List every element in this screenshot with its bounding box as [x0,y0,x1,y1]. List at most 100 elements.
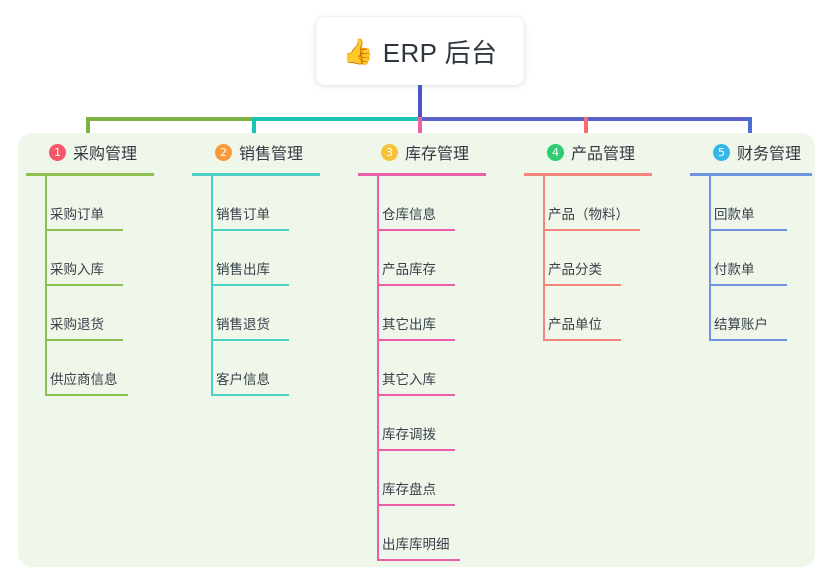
branch-item-rule [377,394,455,396]
branch-item[interactable]: 销售出库 [184,231,350,286]
branch-item-rule [45,229,123,231]
branch-trunk-4 [543,176,545,341]
branch-title-5: 财务管理 [737,146,802,163]
branch-item[interactable]: 结算账户 [682,286,839,341]
thumbs-up-icon: 👍 [342,37,374,66]
branch-item[interactable]: 产品分类 [516,231,682,286]
branch-item-rule [543,229,640,231]
branch-item-label: 结算账户 [714,317,768,332]
branch-item-label: 采购订单 [50,207,104,222]
branch-item-rule [377,284,455,286]
branch-title-2: 销售管理 [239,146,304,163]
branch-item-label: 销售退货 [216,317,270,332]
branch-item-label: 库存调拨 [382,427,436,442]
branch-item-rule [377,559,460,561]
branch-trunk-3 [377,176,379,561]
branch-trunk-1 [45,176,47,396]
connector-drop-5 [748,117,752,145]
mindmap-panel [18,133,815,567]
branch-header-rule-4 [524,173,652,176]
branch-item-rule [45,339,123,341]
branch-header-rule-1 [26,173,154,176]
branch-item[interactable]: 采购入库 [18,231,184,286]
branch-item-label: 产品分类 [548,262,602,277]
branch-item-label: 库存盘点 [382,482,436,497]
branch-item-list-4: 产品（物料） 产品分类产品单位 [516,176,682,341]
branch-item-label: 采购退货 [50,317,104,332]
branch-header-rule-5 [690,173,812,176]
branch-item-label: 产品单位 [548,317,602,332]
branch-header-3[interactable]: 3 库存管理 [370,133,516,171]
branch-item-rule [211,229,289,231]
branch-item-label: 采购入库 [50,262,104,277]
branch-item[interactable]: 供应商信息 [18,341,184,396]
connector-bar-teal [252,117,420,121]
branch-item[interactable]: 库存盘点 [350,451,516,506]
branch-item[interactable]: 采购退货 [18,286,184,341]
branch-item-rule [211,339,289,341]
branch-item-label: 回款单 [714,207,755,222]
branch-item-rule [543,284,621,286]
branch-item-rule [377,449,455,451]
branch-trunk-2 [211,176,213,396]
branch-item-rule [709,229,787,231]
branch-item-label: 其它入库 [382,372,436,387]
branch-item-rule [45,394,128,396]
connector-stem [418,85,422,121]
branch-title-3: 库存管理 [405,146,470,163]
branch-item[interactable]: 采购订单 [18,176,184,231]
branch-column-3: 3 库存管理仓库信息产品库存其它出库其它入库库存调拨库存盘点出库库明细 [350,133,516,567]
branch-badge-2: 2 [215,143,232,161]
branch-column-5: 5 财务管理回款单付款单结算账户 [682,133,839,567]
branch-item[interactable]: 出库库明细 [350,506,516,561]
connector-drop-3 [418,117,422,145]
branch-item-label: 其它出库 [382,317,436,332]
branch-badge-5: 5 [713,143,730,161]
branch-trunk-5 [709,176,711,341]
branch-header-rule-3 [358,173,486,176]
branch-item-label: 销售订单 [216,207,270,222]
branch-item-label: 付款单 [714,262,755,277]
branch-item-list-5: 回款单付款单结算账户 [682,176,839,341]
branch-item[interactable]: 客户信息 [184,341,350,396]
root-node-title: ERP 后台 [382,37,498,68]
branch-item[interactable]: 仓库信息 [350,176,516,231]
branch-badge-4: 4 [547,143,564,161]
branch-header-4[interactable]: 4 产品管理 [536,133,682,171]
branch-item-list-2: 销售订单销售出库销售退货客户信息 [184,176,350,396]
branch-item[interactable]: 产品单位 [516,286,682,341]
branch-item[interactable]: 销售订单 [184,176,350,231]
root-node-card[interactable]: 👍 ERP 后台 [316,17,524,85]
branch-item-rule [211,284,289,286]
branch-title-1: 采购管理 [73,146,138,163]
branch-item[interactable]: 回款单 [682,176,839,231]
branch-header-5[interactable]: 5 财务管理 [702,133,839,171]
branch-item-rule [45,284,123,286]
branch-header-2[interactable]: 2 销售管理 [204,133,350,171]
branch-item[interactable]: 产品（物料） [516,176,682,231]
branch-column-4: 4 产品管理产品（物料） 产品分类产品单位 [516,133,682,567]
branch-item[interactable]: 库存调拨 [350,396,516,451]
branch-badge-3: 3 [381,143,398,161]
connector-bar-green [86,117,254,121]
branch-item-label: 供应商信息 [50,372,118,387]
branch-item-label: 产品（物料） [548,207,629,222]
branch-item-list-3: 仓库信息产品库存其它出库其它入库库存调拨库存盘点出库库明细 [350,176,516,561]
branch-item-label: 出库库明细 [382,537,450,552]
branch-item-rule [709,284,787,286]
branch-title-4: 产品管理 [571,146,636,163]
branch-item[interactable]: 产品库存 [350,231,516,286]
branch-header-rule-2 [192,173,320,176]
branch-item[interactable]: 销售退货 [184,286,350,341]
branch-item[interactable]: 其它入库 [350,341,516,396]
branch-item-rule [211,394,289,396]
branch-item-rule [377,504,455,506]
connector-drop-2 [252,117,256,145]
branch-item-label: 客户信息 [216,372,270,387]
branch-item-label: 仓库信息 [382,207,436,222]
branch-item[interactable]: 其它出库 [350,286,516,341]
branch-item[interactable]: 付款单 [682,231,839,286]
